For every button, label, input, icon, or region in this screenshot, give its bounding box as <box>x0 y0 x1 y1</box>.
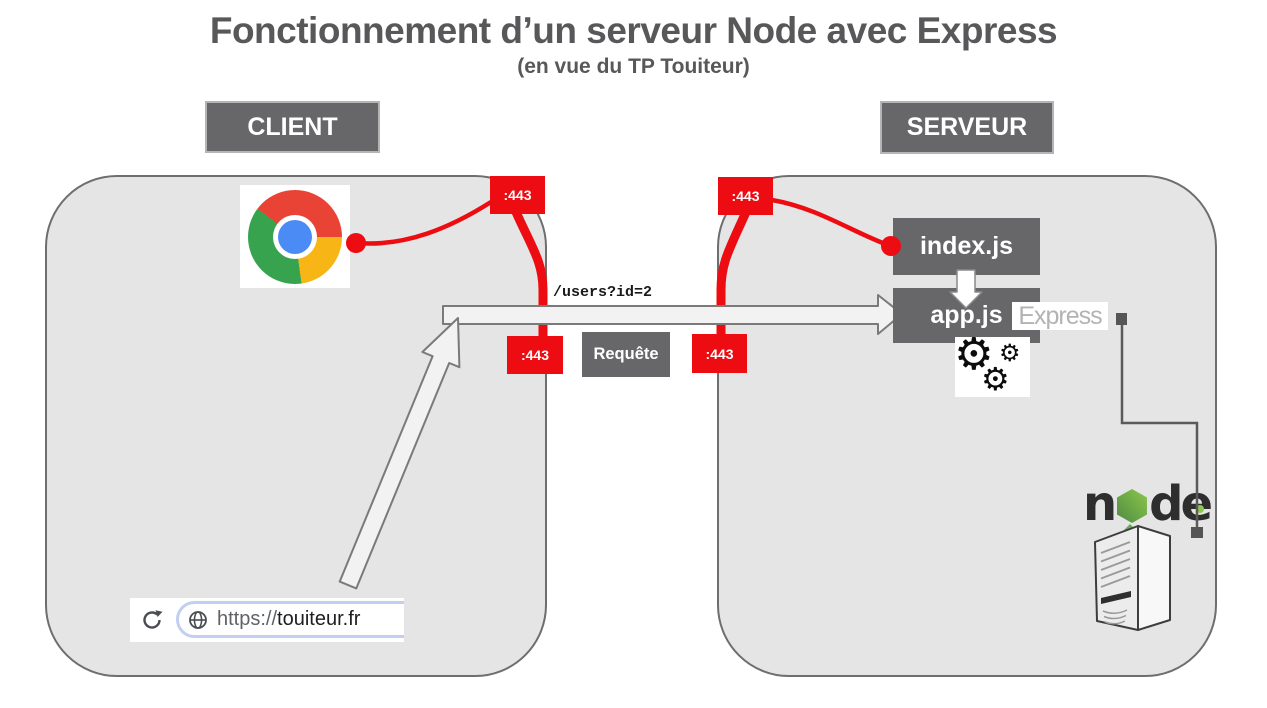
chrome-logo-hub <box>278 219 312 254</box>
chrome-icon <box>240 185 350 288</box>
url-scheme: https:// <box>217 608 278 630</box>
port-443-client-bottom: :443 <box>507 336 563 374</box>
reload-icon <box>143 610 163 629</box>
gear-icon: ⚙ <box>999 339 1021 367</box>
page-title: Fonctionnement d’un serveur Node avec Ex… <box>209 10 1058 51</box>
port-443-client-top: :443 <box>490 176 545 214</box>
gear-icon: ⚙ <box>981 360 1010 398</box>
node-logo: n de <box>1083 475 1213 532</box>
serveur-label: SERVEUR <box>880 101 1054 154</box>
port-443-server-top: :443 <box>718 177 773 215</box>
index-js-box: index.js <box>893 218 1040 275</box>
url-domain: touiteur.fr <box>277 608 361 630</box>
request-label: Requête <box>582 332 670 377</box>
page-subtitle: (en vue du TP Touiteur) <box>517 55 750 78</box>
client-label: CLIENT <box>205 101 380 153</box>
port-443-server-bottom: :443 <box>692 334 747 373</box>
gear-icon: ⚙ <box>954 329 994 380</box>
request-path-label: /users?id=2 <box>553 284 653 301</box>
express-logo: Express <box>1012 302 1108 330</box>
url-bar: https://touiteur.fr <box>130 598 404 642</box>
globe-icon <box>189 610 207 629</box>
gears-icon: ⚙ ⚙ ⚙ <box>954 333 1030 398</box>
node-logo-dot <box>1196 505 1205 513</box>
chrome-logo-icon <box>248 189 342 284</box>
url-text: https://touiteur.fr <box>217 608 360 631</box>
url-field: https://touiteur.fr <box>176 601 404 638</box>
node-logo-n: n <box>1083 475 1117 532</box>
node-hexagon-icon <box>1117 489 1148 523</box>
node-logo-chevron <box>1123 524 1137 531</box>
